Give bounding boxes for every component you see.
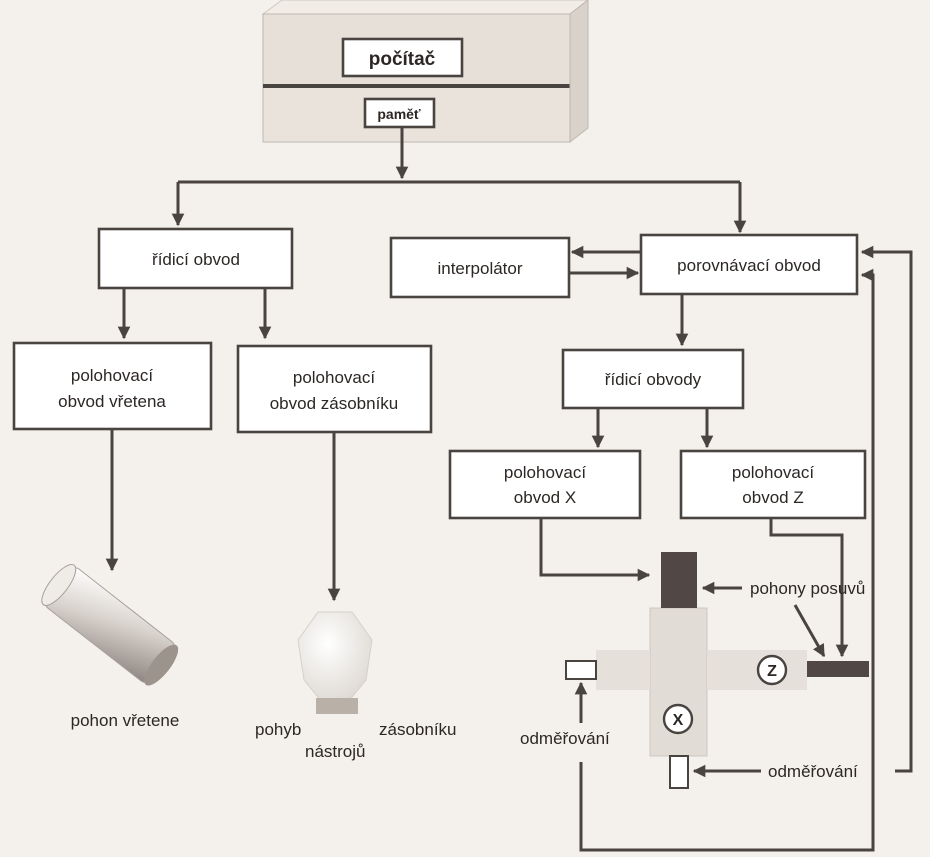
- computer-label: počítač: [369, 49, 436, 70]
- x-axis-marker: X: [662, 703, 694, 735]
- interpolator-label: interpolátor: [437, 259, 522, 278]
- x-positioning-line2: obvod X: [514, 488, 576, 507]
- spindle-positioning-box: [12, 341, 213, 431]
- z-axis-marker: Z: [756, 654, 788, 686]
- arrow-feed-drives-to-z: [793, 604, 826, 658]
- control-circuits-label: řídicí obvody: [605, 370, 702, 389]
- feedback-right-line: [860, 245, 913, 773]
- spindle-drive-label: pohon vřetene: [71, 711, 180, 730]
- feed-drives-label: pohony posuvů: [750, 579, 865, 598]
- arrow-x-circuit-to-drive: [539, 518, 651, 582]
- arrow-z-circuit-to-drive: [769, 518, 849, 658]
- measuring-right-label: odměřování: [768, 762, 858, 781]
- tool-magazine-image: [297, 611, 373, 714]
- computer-box: [341, 37, 464, 78]
- comparator-box: [639, 233, 859, 296]
- x-positioning-box: [448, 449, 642, 520]
- z-positioning-box: [679, 449, 867, 520]
- feedback-left-line: [579, 268, 875, 852]
- tools-label: nástrojů: [305, 742, 365, 761]
- control-circuits-box: [561, 348, 745, 410]
- spindle-positioning-line2: obvod vřetena: [58, 392, 166, 411]
- measuring-left-label: odměřování: [520, 729, 610, 748]
- comparator-label: porovnávací obvod: [677, 256, 821, 275]
- control-circuit-label: řídicí obvod: [152, 250, 240, 269]
- magazine-positioning-line1: polohovací: [293, 368, 376, 387]
- magazine-positioning-box: [236, 344, 433, 434]
- x-axis-label: X: [673, 712, 684, 729]
- z-positioning-line1: polohovací: [732, 463, 815, 482]
- control-circuit-box: [97, 227, 294, 290]
- spindle-positioning-line1: polohovací: [71, 366, 154, 385]
- magazine-positioning-line2: obvod zásobníku: [270, 394, 399, 413]
- memory-box: [363, 97, 436, 129]
- magazine-label: zásobníku: [379, 720, 457, 739]
- z-axis-label: Z: [767, 663, 777, 680]
- z-positioning-line2: obvod Z: [742, 488, 803, 507]
- memory-label: paměť: [377, 106, 421, 122]
- tool-motion-label: pohyb: [255, 720, 301, 739]
- interpolator-box: [389, 236, 571, 299]
- spindle-cylinder-image: [41, 564, 179, 686]
- x-positioning-line1: polohovací: [504, 463, 587, 482]
